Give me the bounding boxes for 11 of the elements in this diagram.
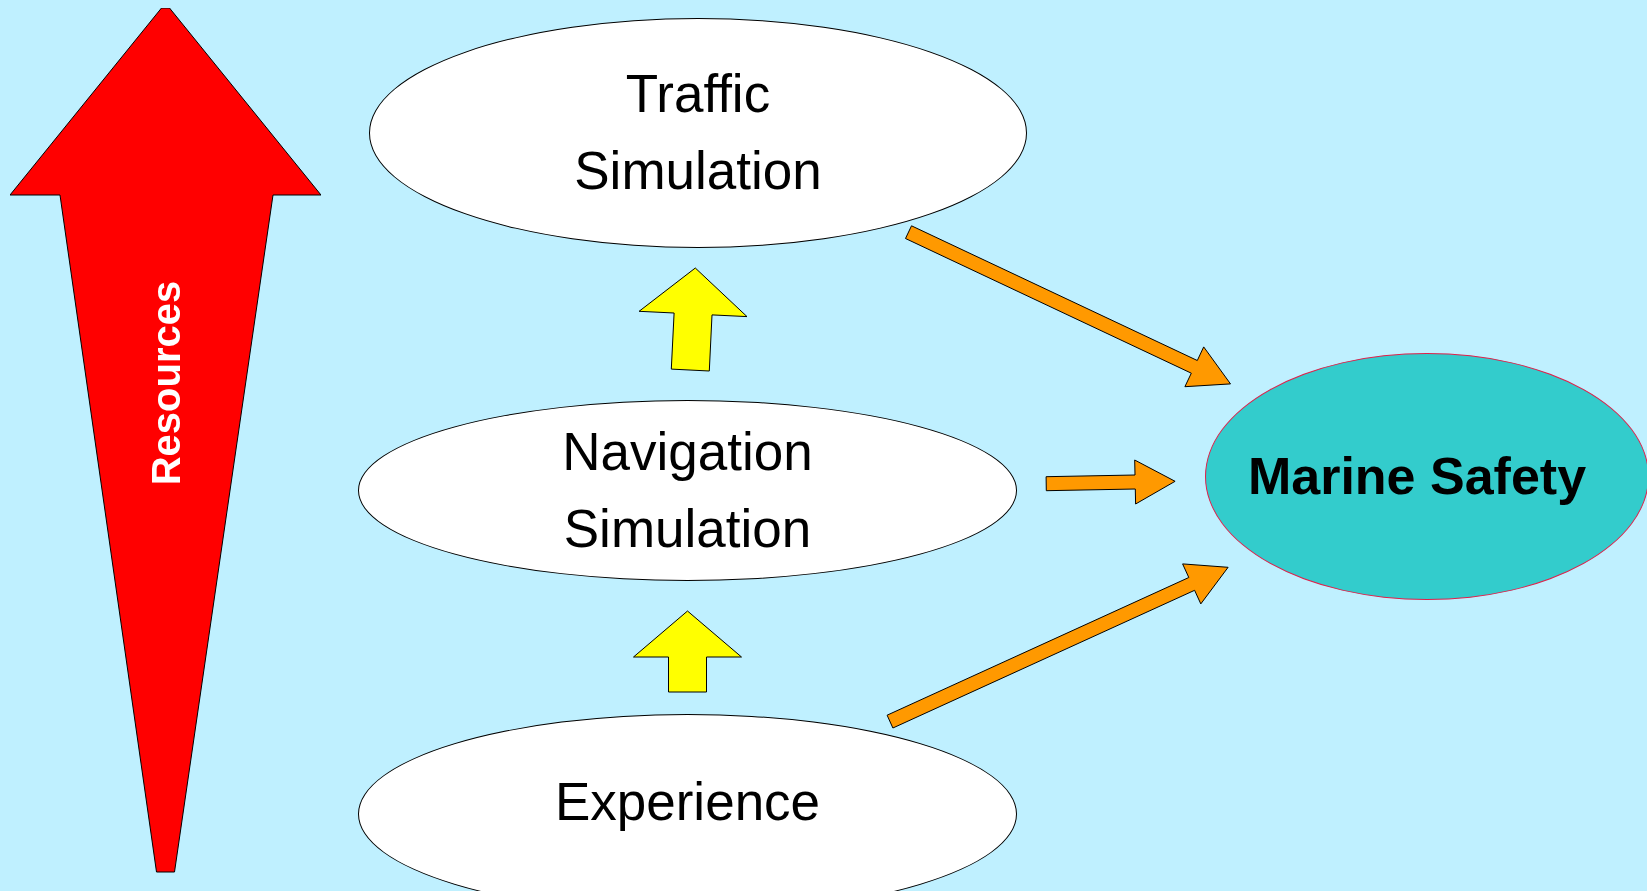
block-arrow <box>638 267 748 372</box>
node-label: Experience <box>553 771 822 834</box>
block-arrow <box>633 610 742 693</box>
block-arrow <box>886 563 1229 729</box>
arrow-label: Resources <box>145 280 186 486</box>
node-label: Traffic Simulation <box>573 63 823 202</box>
resource-arrow <box>10 8 321 874</box>
node-label: Marine Safety <box>1246 445 1588 507</box>
node-label: Navigation Simulation <box>561 420 814 560</box>
block-arrow <box>1045 459 1176 505</box>
block-arrow <box>905 225 1231 388</box>
